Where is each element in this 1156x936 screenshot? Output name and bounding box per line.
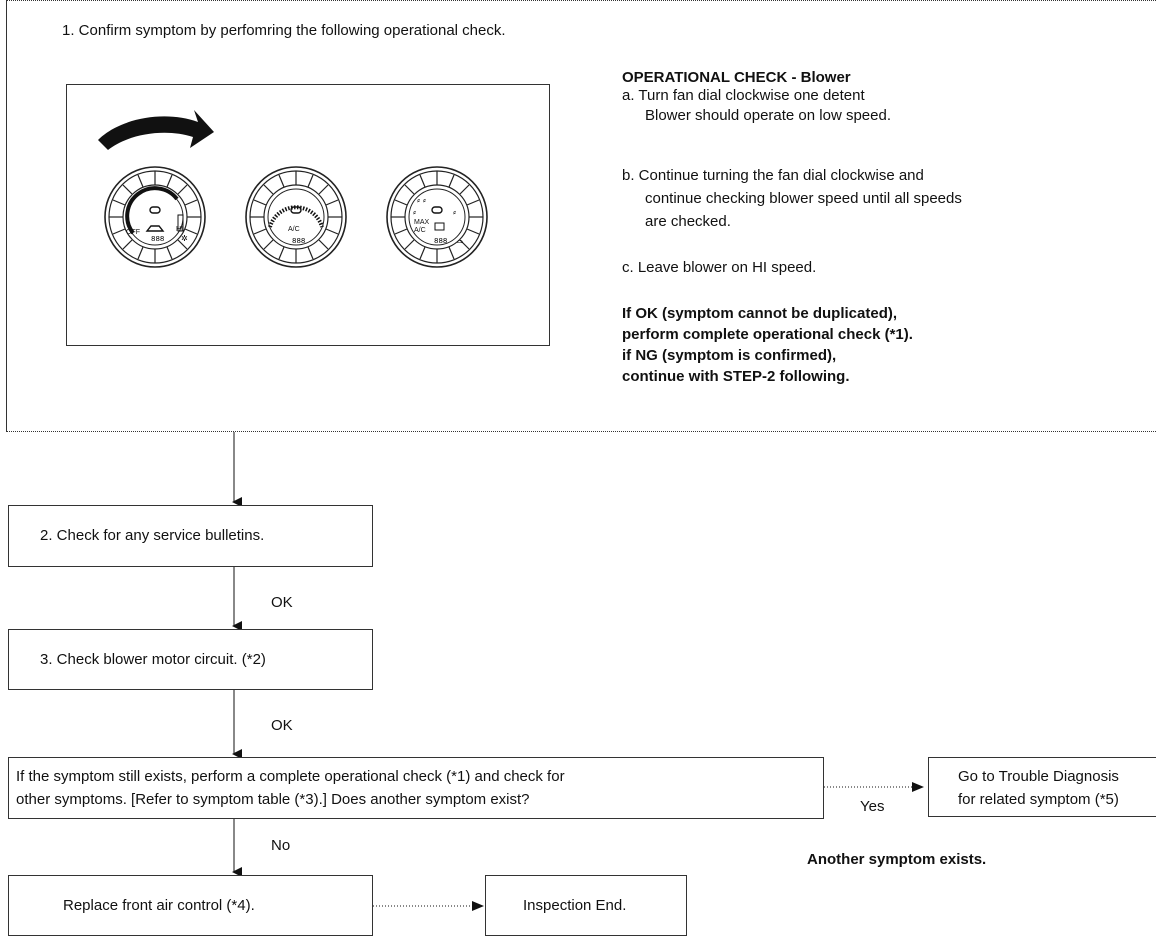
svg-text:✲: ✲ [181, 234, 188, 243]
step1-label: 1. Confirm symptom by perfomring the fol… [62, 22, 506, 39]
check-c-line1: c. Leave blower on HI speed. [622, 259, 817, 276]
replace-box [8, 875, 373, 936]
svg-text:⌓: ⌓ [457, 236, 464, 245]
dial3-ac-label: A/C [414, 227, 426, 234]
svg-text:888: 888 [434, 237, 447, 245]
operational-check-title: OPERATIONAL CHECK - Blower [622, 69, 851, 86]
result-line1: If OK (symptom cannot be duplicated), [622, 305, 898, 322]
check-b-line3: are checked. [645, 213, 731, 230]
fan-dial-icon: 888 ✲ [104, 166, 206, 268]
temperature-dial-icon: 888 [245, 166, 347, 268]
step3-box [8, 629, 373, 690]
trouble-diagnosis-box [928, 757, 1156, 817]
ok-label-1: OK [271, 594, 293, 611]
check-a-line2: Blower should operate on low speed. [645, 107, 891, 124]
inspection-end-label: Inspection End. [523, 897, 627, 914]
step2-box [8, 505, 373, 567]
dial2-ac-label: A/C [288, 226, 300, 233]
dial3-max-label: MAX [414, 219, 430, 226]
step2-label: 2. Check for any service bulletins. [40, 527, 265, 544]
result-line2: perform complete operational check (*1). [622, 326, 913, 343]
replace-label: Replace front air control (*4). [63, 897, 255, 914]
step3-label: 3. Check blower motor circuit. (*2) [40, 651, 266, 668]
yes-label: Yes [860, 798, 885, 815]
step1-region [6, 0, 1156, 432]
svg-text:888: 888 [292, 237, 305, 245]
check-b-line2: continue checking blower speed until all… [645, 190, 962, 207]
no-label: No [271, 837, 291, 854]
step4-line1: If the symptom still exists, perform a c… [16, 768, 565, 785]
dial1-off-label: OFF [126, 229, 140, 236]
check-a-line1: a. Turn fan dial clockwise one detent [622, 87, 865, 104]
trouble-line2: for related symptom (*5) [958, 791, 1119, 808]
result-line3: if NG (symptom is confirmed), [622, 347, 837, 364]
ok-label-2: OK [271, 717, 293, 734]
another-symptom-label: Another symptom exists. [807, 851, 987, 868]
svg-text:⸗: ⸗ [413, 208, 416, 218]
svg-text:⸗: ⸗ [453, 208, 456, 218]
rotate-arrow-icon [98, 110, 214, 150]
step4-box [8, 757, 824, 819]
dial1-hi-label: HI [176, 226, 183, 233]
check-b-line1: b. Continue turning the fan dial clockwi… [622, 167, 924, 184]
svg-text:⸗ ⸗: ⸗ ⸗ [417, 196, 426, 206]
mode-dial-icon: ⸗ ⸗ ⸗ ⸗ 888 ⌓ [386, 166, 488, 268]
trouble-line1: Go to Trouble Diagnosis [958, 768, 1119, 785]
result-line4: continue with STEP-2 following. [622, 368, 850, 385]
step4-line2: other symptoms. [Refer to symptom table … [16, 791, 530, 808]
svg-text:888: 888 [151, 235, 164, 243]
